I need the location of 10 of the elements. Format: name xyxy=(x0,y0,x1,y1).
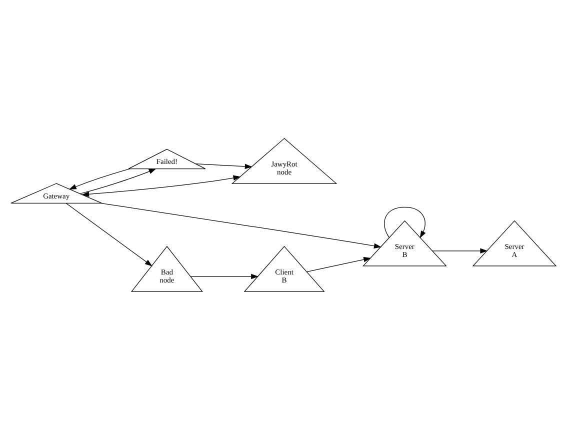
arrow xyxy=(82,174,241,196)
arrow xyxy=(80,168,156,194)
arrow xyxy=(190,273,259,279)
arrow xyxy=(100,202,382,248)
arrow xyxy=(432,248,488,254)
arrow xyxy=(306,256,372,272)
arrow xyxy=(68,168,130,189)
arrow xyxy=(384,206,426,238)
arrow xyxy=(195,162,252,169)
arrow xyxy=(66,202,152,266)
